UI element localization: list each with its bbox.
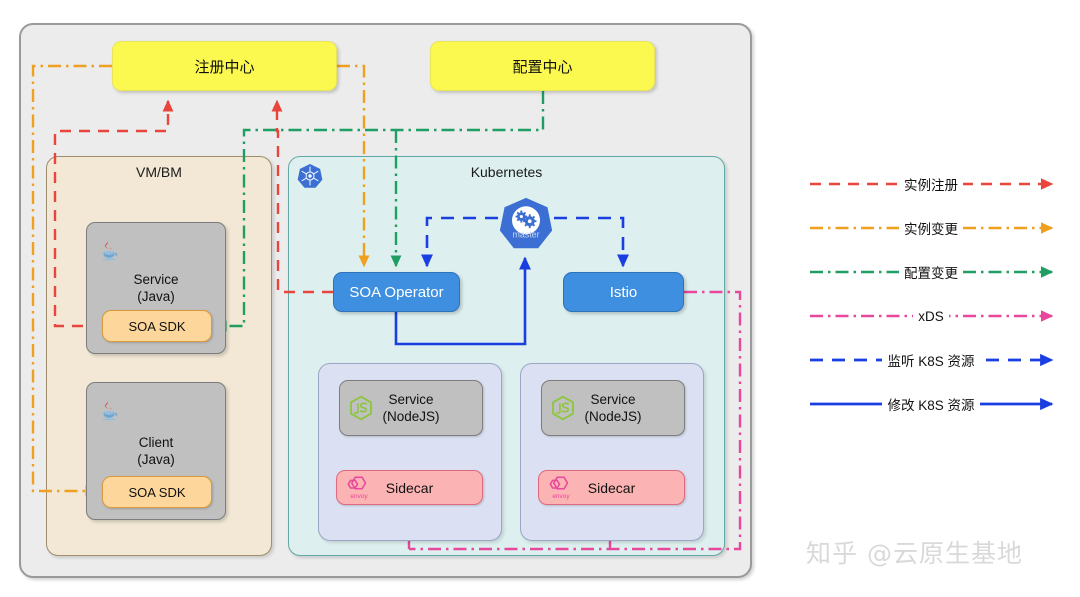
service-nodejs-text: Service (NodeJS) <box>584 391 641 425</box>
service-java-text: Service (Java) <box>133 271 178 305</box>
soa-sdk-client-pill[interactable]: SOA SDK <box>102 476 212 508</box>
service-nodejs-line1: Service <box>590 392 636 407</box>
sidecar-label: Sidecar <box>385 479 434 496</box>
pod-box[interactable]: Service (NodeJS) envoy Sidecar <box>318 363 502 541</box>
soa-operator-label: SOA Operator <box>349 283 444 301</box>
edge-config-change-vm <box>214 91 545 332</box>
config-center-label: 配置中心 <box>512 58 573 76</box>
client-java-line1: Client <box>138 435 174 450</box>
service-nodejs-text: Service (NodeJS) <box>382 391 439 425</box>
edge-watch-k8s-istio <box>554 216 629 268</box>
config-center-box[interactable]: 配置中心 <box>430 41 655 91</box>
edge-instance-change-operator <box>337 64 370 268</box>
kubernetes-title: Kubernetes <box>470 164 543 180</box>
service-java-line2: (Java) <box>137 289 175 304</box>
client-java-line2: (Java) <box>137 452 175 467</box>
edge-instance-register-vm <box>53 99 174 328</box>
edge-xds-trunk <box>409 290 742 551</box>
sidecar-box[interactable]: envoy Sidecar <box>538 470 685 505</box>
soa-operator-box[interactable]: SOA Operator <box>333 272 460 312</box>
soa-sdk-service-pill[interactable]: SOA SDK <box>102 310 212 342</box>
kubernetes-master-icon: master <box>499 197 553 249</box>
legend-item-config-change: 配置变更 <box>800 259 1062 285</box>
edge-watch-k8s-operator <box>421 216 498 268</box>
legend-item-watch-k8s: 监听 K8S 资源 <box>800 347 1062 373</box>
envoy-icon: envoy <box>347 476 368 500</box>
istio-box[interactable]: Istio <box>563 272 684 312</box>
svg-text:envoy: envoy <box>350 493 368 500</box>
legend-item-xds: xDS <box>800 303 1062 329</box>
watermark: 知乎 @云原生基地 <box>806 539 1023 568</box>
sidecar-box[interactable]: envoy Sidecar <box>336 470 483 505</box>
edge-instance-register-k8s <box>271 99 333 294</box>
service-nodejs-box[interactable]: Service (NodeJS) <box>541 380 685 436</box>
service-nodejs-line1: Service <box>388 392 434 407</box>
java-icon <box>102 401 118 421</box>
svg-text:envoy: envoy <box>552 493 570 500</box>
soa-sdk-service-label: SOA SDK <box>128 318 186 334</box>
service-nodejs-box[interactable]: Service (NodeJS) <box>339 380 483 436</box>
edge-instance-change-client <box>31 64 112 497</box>
registry-center-box[interactable]: 注册中心 <box>112 41 337 91</box>
service-nodejs-line2: (NodeJS) <box>382 409 440 424</box>
soa-sdk-client-label: SOA SDK <box>128 484 186 500</box>
service-java-line1: Service <box>133 272 179 287</box>
kubernetes-icon <box>297 163 323 188</box>
java-icon <box>102 241 118 261</box>
k8s-master-label: master <box>512 230 539 240</box>
pod-box[interactable]: Service (NodeJS) envoy Sidecar <box>520 363 704 541</box>
client-java-text: Client (Java) <box>137 434 175 468</box>
envoy-icon: envoy <box>549 476 570 500</box>
edge-modify-k8s <box>394 256 531 346</box>
istio-label: Istio <box>609 283 638 301</box>
vm-bm-title: VM/BM <box>136 164 182 180</box>
nodejs-icon <box>552 395 574 421</box>
nodejs-icon <box>350 395 372 421</box>
legend: 实例注册 实例变更 配置变更 xDS 监听 K8S 资源 修改 K8S 资源 <box>800 168 1062 430</box>
legend-item-instance-change: 实例变更 <box>800 215 1062 241</box>
sidecar-label: Sidecar <box>587 479 636 496</box>
legend-item-modify-k8s: 修改 K8S 资源 <box>800 391 1062 417</box>
registry-center-label: 注册中心 <box>194 58 255 76</box>
service-nodejs-line2: (NodeJS) <box>584 409 642 424</box>
legend-item-instance-register: 实例注册 <box>800 171 1062 197</box>
